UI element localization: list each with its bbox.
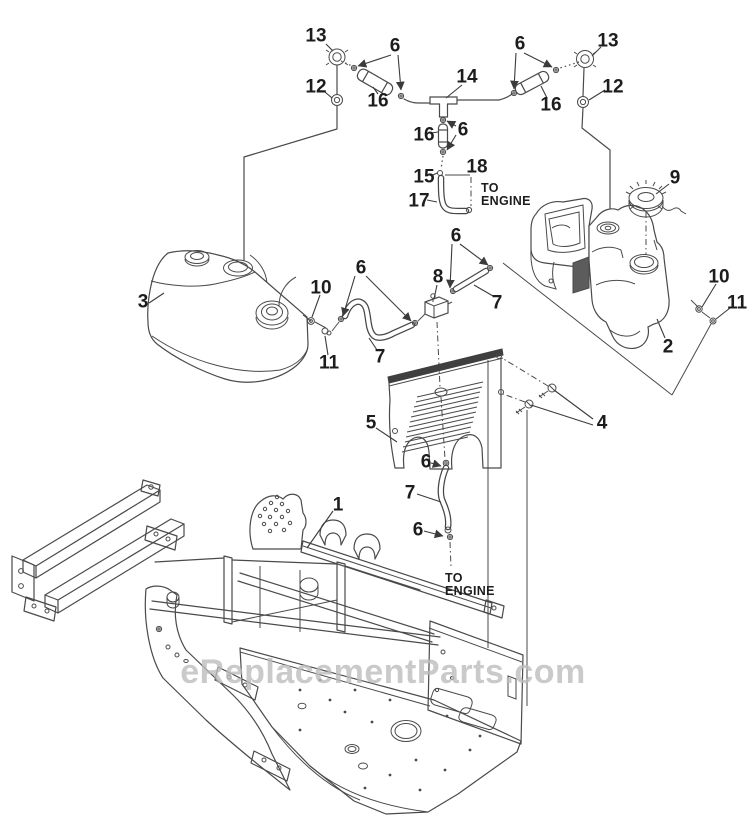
callout-16-mid: 16	[413, 124, 435, 146]
to-engine-top-line2: ENGINE	[481, 194, 531, 208]
heat-shield-drawing	[388, 349, 527, 706]
frame-drawing	[12, 480, 523, 814]
callout-5: 5	[365, 412, 377, 434]
callout-14: 14	[456, 66, 478, 88]
callout-7-valve: 7	[491, 292, 503, 314]
callout-16-right: 16	[540, 94, 562, 116]
callout-18: 18	[466, 156, 488, 178]
callout-13-right: 13	[597, 30, 619, 52]
callout-4: 4	[596, 412, 608, 434]
callout-15: 15	[413, 166, 435, 188]
watermark: eReplacementParts.com	[180, 653, 586, 691]
callout-7-down: 7	[404, 482, 416, 504]
callout-2: 2	[662, 336, 674, 358]
to-engine-bottom-line2: ENGINE	[445, 584, 495, 598]
callout-11-left: 11	[318, 352, 340, 374]
to-engine-label-bottom: TO ENGINE	[445, 572, 495, 598]
callout-16-left: 16	[367, 90, 389, 112]
callout-6-top-left: 6	[389, 35, 401, 57]
callout-6-down2: 6	[412, 519, 424, 541]
callout-7-left: 7	[374, 346, 386, 368]
top-fuel-line-drawing	[244, 49, 610, 260]
valve-assembly-drawing	[338, 263, 711, 567]
callout-6-mid: 6	[457, 119, 469, 141]
callout-10-left: 10	[310, 277, 332, 299]
callout-6-tank-left: 6	[355, 257, 367, 279]
callout-10-right: 10	[708, 266, 730, 288]
callout-6-top-right: 6	[514, 33, 526, 55]
callout-8: 8	[432, 266, 444, 288]
callout-6-valve: 6	[450, 225, 462, 247]
callout-3: 3	[137, 291, 149, 313]
to-engine-top-line1: TO	[481, 181, 499, 195]
callout-9: 9	[669, 167, 681, 189]
callout-12-right: 12	[602, 76, 624, 98]
callout-6-down1: 6	[420, 451, 432, 473]
leader-lines	[149, 44, 730, 548]
to-engine-bottom-line1: TO	[445, 571, 463, 585]
to-engine-label-top: TO ENGINE	[481, 182, 531, 208]
callout-11-right: 11	[726, 292, 748, 314]
callout-1: 1	[332, 494, 344, 516]
right-fuel-tank-drawing	[531, 180, 716, 348]
callout-17: 17	[408, 190, 430, 212]
screws-drawing	[516, 384, 556, 414]
callout-13-left: 13	[305, 25, 327, 47]
callout-12-left: 12	[305, 76, 327, 98]
left-fuel-tank-drawing	[148, 251, 339, 383]
